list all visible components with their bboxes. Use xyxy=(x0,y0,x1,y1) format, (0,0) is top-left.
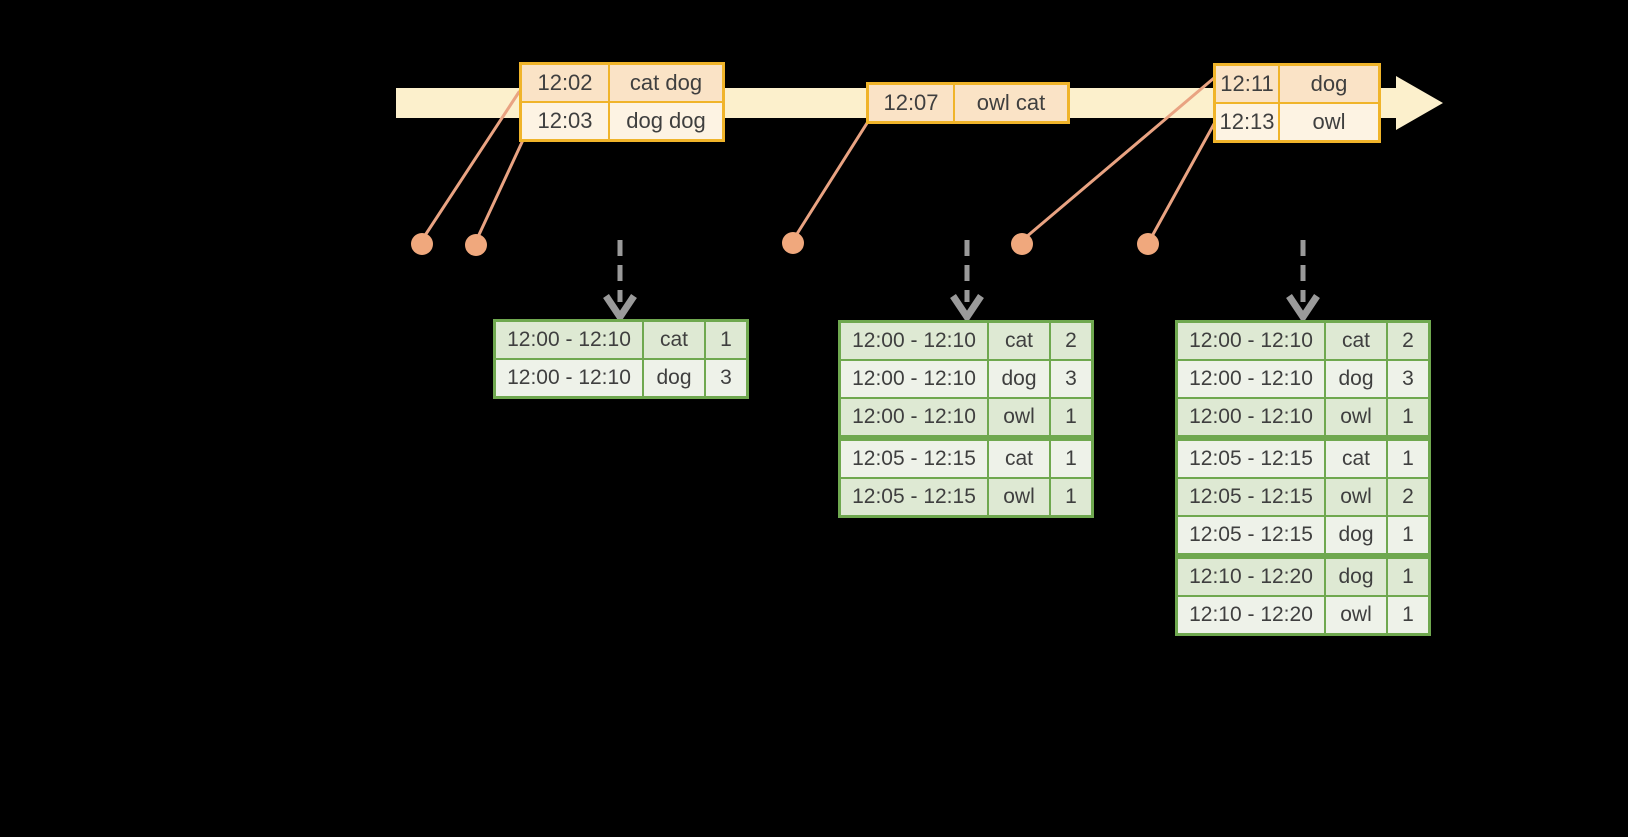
result-count-cell: 2 xyxy=(1051,323,1091,359)
result-word-cell: owl xyxy=(1326,399,1386,435)
result-word-cell: cat xyxy=(1326,323,1386,359)
result-word-cell: owl xyxy=(989,399,1049,435)
result-word-cell: dog xyxy=(1326,361,1386,397)
result-window-cell: 12:00 - 12:10 xyxy=(841,323,987,359)
event-words-cell: owl xyxy=(1280,104,1378,140)
result-window-cell: 12:00 - 12:10 xyxy=(1178,323,1324,359)
result-row: 12:00 - 12:10 owl 1 xyxy=(1178,399,1428,435)
result-row: 12:00 - 12:10 dog 3 xyxy=(496,360,746,396)
result-window-cell: 12:00 - 12:10 xyxy=(496,360,642,396)
result-row: 12:05 - 12:15 owl 2 xyxy=(1178,479,1428,515)
event-connector-line xyxy=(793,118,871,239)
result-window-cell: 12:05 - 12:15 xyxy=(841,441,987,477)
result-window-cell: 12:00 - 12:10 xyxy=(841,361,987,397)
result-count-cell: 1 xyxy=(1388,399,1428,435)
result-window-cell: 12:10 - 12:20 xyxy=(1178,597,1324,633)
result-word-cell: dog xyxy=(644,360,704,396)
result-window-cell: 12:10 - 12:20 xyxy=(1178,559,1324,595)
result-window-cell: 12:00 - 12:10 xyxy=(1178,399,1324,435)
event-table-1207: 12:07 owl cat xyxy=(866,82,1070,124)
result-window-cell: 12:00 - 12:10 xyxy=(1178,361,1324,397)
result-table-3: 12:00 - 12:10 cat 2 12:00 - 12:10 dog 3 … xyxy=(1175,320,1431,636)
event-dot-icon xyxy=(782,232,804,254)
event-table-1211-1213: 12:11 dog 12:13 owl xyxy=(1213,63,1381,143)
result-word-cell: cat xyxy=(989,441,1049,477)
event-time-cell: 12:13 xyxy=(1216,104,1278,140)
result-row: 12:00 - 12:10 owl 1 xyxy=(841,399,1091,435)
event-words-cell: owl cat xyxy=(955,85,1067,121)
result-row: 12:00 - 12:10 cat 2 xyxy=(841,323,1091,359)
result-count-cell: 3 xyxy=(706,360,746,396)
result-count-cell: 2 xyxy=(1388,323,1428,359)
event-dot-icon xyxy=(1137,233,1159,255)
result-window-cell: 12:00 - 12:10 xyxy=(496,322,642,358)
trigger-arrowhead-icon xyxy=(950,294,984,324)
result-row: 12:05 - 12:15 cat 1 xyxy=(841,441,1091,477)
event-dot-icon xyxy=(1011,233,1033,255)
result-window-cell: 12:05 - 12:15 xyxy=(1178,517,1324,553)
result-window-cell: 12:00 - 12:10 xyxy=(841,399,987,435)
result-count-cell: 3 xyxy=(1051,361,1091,397)
result-row: 12:05 - 12:15 owl 1 xyxy=(841,479,1091,515)
result-count-cell: 3 xyxy=(1388,361,1428,397)
event-dot-icon xyxy=(465,234,487,256)
result-word-cell: dog xyxy=(989,361,1049,397)
event-connector-line xyxy=(475,138,525,241)
result-count-cell: 1 xyxy=(706,322,746,358)
result-row: 12:00 - 12:10 cat 2 xyxy=(1178,323,1428,359)
result-word-cell: cat xyxy=(989,323,1049,359)
result-word-cell: dog xyxy=(1326,517,1386,553)
event-row: 12:11 dog xyxy=(1216,66,1378,102)
result-count-cell: 1 xyxy=(1051,399,1091,435)
event-dot-icon xyxy=(411,233,433,255)
event-row: 12:03 dog dog xyxy=(522,103,722,139)
result-word-cell: owl xyxy=(1326,479,1386,515)
event-time-cell: 12:11 xyxy=(1216,66,1278,102)
event-words-cell: dog xyxy=(1280,66,1378,102)
result-count-cell: 1 xyxy=(1388,597,1428,633)
result-table-1: 12:00 - 12:10 cat 1 12:00 - 12:10 dog 3 xyxy=(493,319,749,399)
result-word-cell: dog xyxy=(1326,559,1386,595)
event-connector-line xyxy=(1023,76,1216,240)
event-time-cell: 12:03 xyxy=(522,103,608,139)
result-window-cell: 12:05 - 12:15 xyxy=(1178,479,1324,515)
result-word-cell: owl xyxy=(1326,597,1386,633)
event-row: 12:02 cat dog xyxy=(522,65,722,101)
result-row: 12:00 - 12:10 cat 1 xyxy=(496,322,746,358)
event-row: 12:13 owl xyxy=(1216,104,1378,140)
event-words-cell: cat dog xyxy=(610,65,722,101)
event-row: 12:07 owl cat xyxy=(869,85,1067,121)
result-count-cell: 1 xyxy=(1051,441,1091,477)
result-window-cell: 12:05 - 12:15 xyxy=(841,479,987,515)
result-word-cell: owl xyxy=(989,479,1049,515)
event-words-cell: dog dog xyxy=(610,103,722,139)
result-count-cell: 2 xyxy=(1388,479,1428,515)
result-row: 12:10 - 12:20 owl 1 xyxy=(1178,597,1428,633)
result-count-cell: 1 xyxy=(1051,479,1091,515)
result-count-cell: 1 xyxy=(1388,517,1428,553)
result-table-2: 12:00 - 12:10 cat 2 12:00 - 12:10 dog 3 … xyxy=(838,320,1094,518)
result-word-cell: cat xyxy=(644,322,704,358)
result-window-cell: 12:05 - 12:15 xyxy=(1178,441,1324,477)
result-row: 12:05 - 12:15 cat 1 xyxy=(1178,441,1428,477)
event-time-cell: 12:07 xyxy=(869,85,953,121)
result-row: 12:00 - 12:10 dog 3 xyxy=(841,361,1091,397)
event-connector-line xyxy=(422,90,521,239)
result-count-cell: 1 xyxy=(1388,559,1428,595)
event-time-cell: 12:02 xyxy=(522,65,608,101)
result-word-cell: cat xyxy=(1326,441,1386,477)
result-row: 12:05 - 12:15 dog 1 xyxy=(1178,517,1428,553)
event-table-1202-1203: 12:02 cat dog 12:03 dog dog xyxy=(519,62,725,142)
event-connector-line xyxy=(1149,122,1216,240)
trigger-arrowhead-icon xyxy=(603,294,637,324)
result-row: 12:10 - 12:20 dog 1 xyxy=(1178,559,1428,595)
result-row: 12:00 - 12:10 dog 3 xyxy=(1178,361,1428,397)
result-count-cell: 1 xyxy=(1388,441,1428,477)
trigger-arrowhead-icon xyxy=(1286,294,1320,324)
